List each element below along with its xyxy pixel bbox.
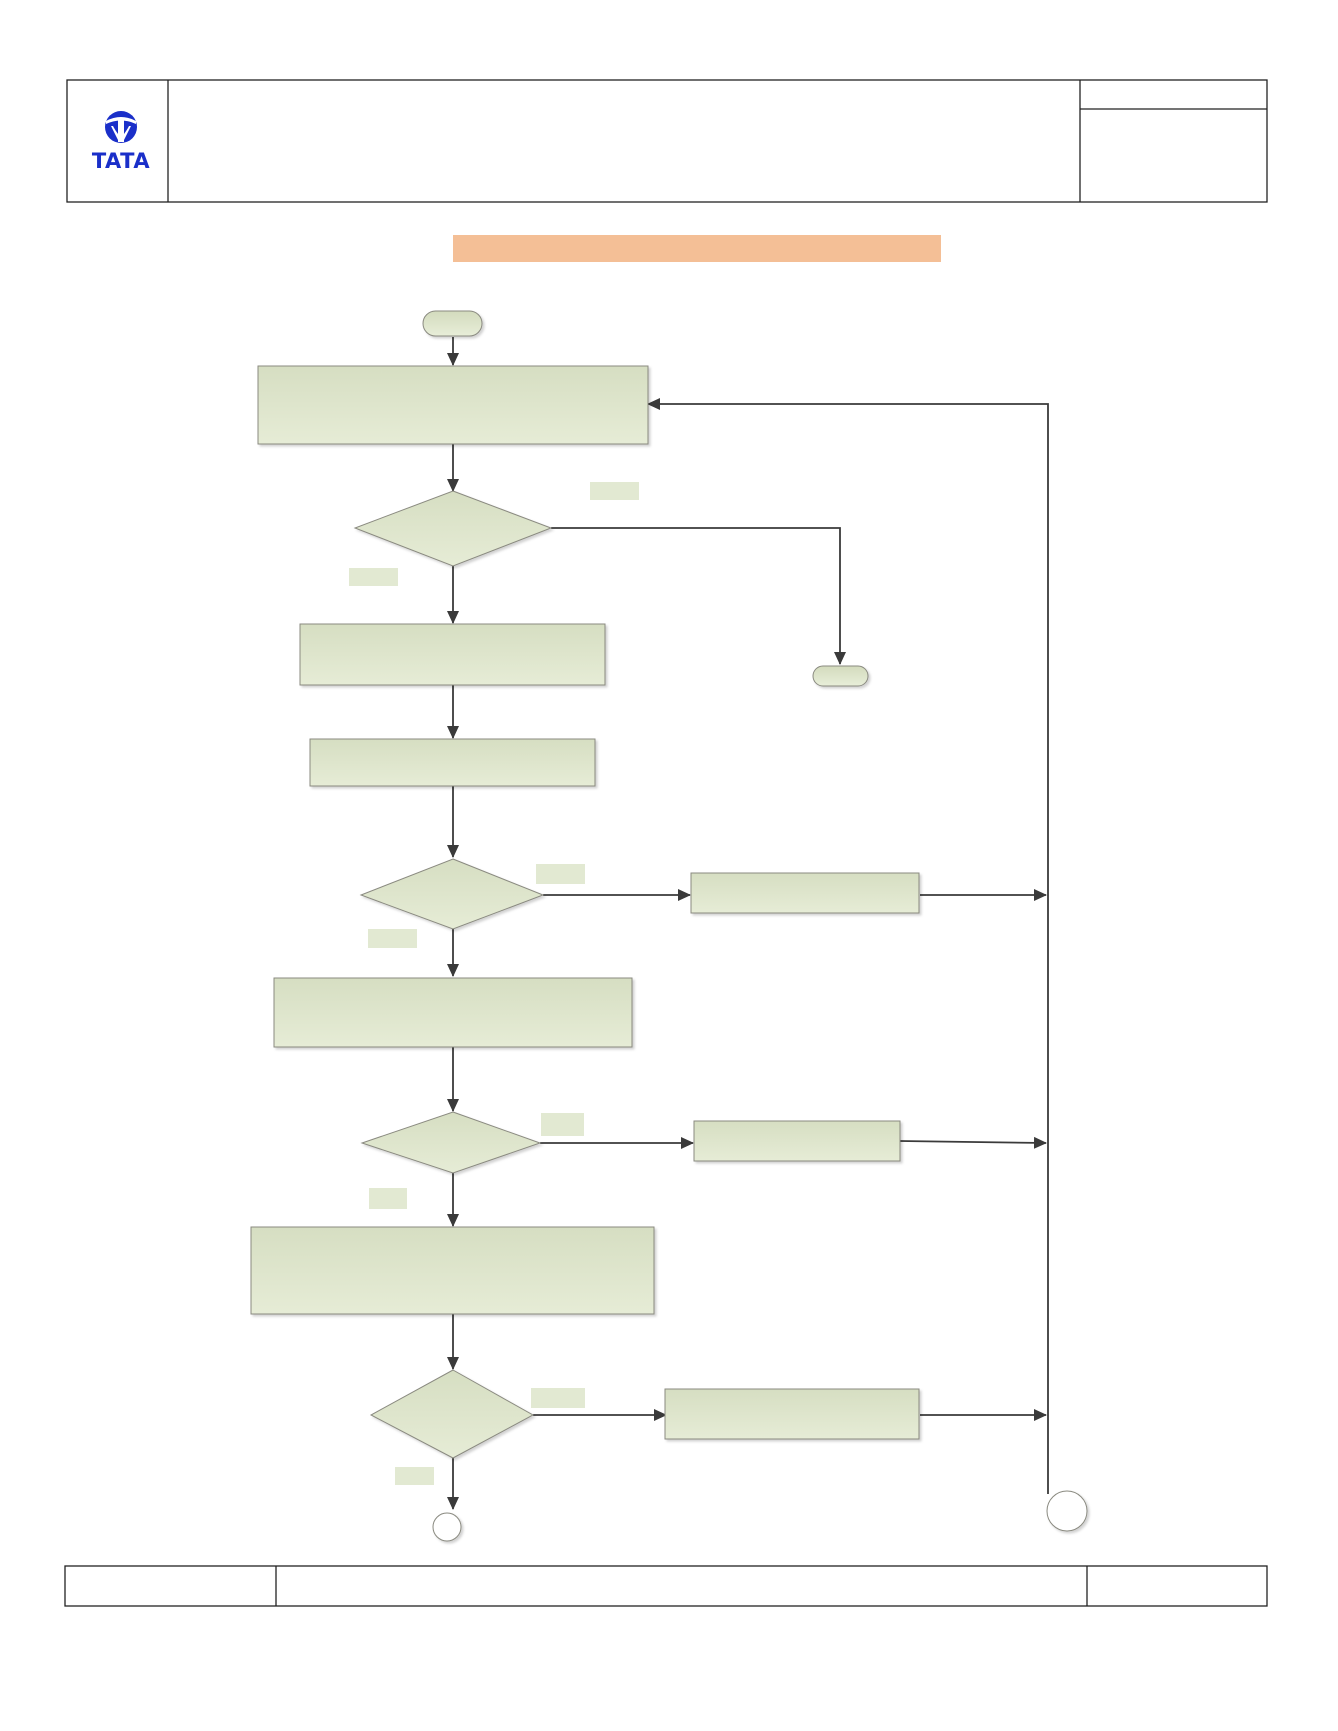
end-terminator [812,665,869,687]
decision-1 [353,490,553,567]
process-step-3 [309,738,596,787]
decision-4 [369,1369,535,1459]
branch-label-decision1-down [349,568,398,586]
side-process-1 [690,872,920,914]
process-step-1 [257,365,649,445]
process-step-2 [299,623,606,686]
offpage-connector-bottom [432,1512,462,1542]
connector-side2-to-return [899,1136,1047,1149]
decision-3 [360,1111,542,1174]
branch-label-decision4-down [395,1467,434,1485]
branch-label-decision4-right [531,1388,585,1408]
side-process-3 [664,1388,920,1440]
tata-logo-wordmark: TATA [92,149,151,173]
offpage-connector-return [1046,1490,1088,1532]
start-terminator [422,310,483,337]
nodes [250,310,1088,1542]
connector-decision1-to-end [551,527,846,665]
branch-label-decision2-down [368,929,417,948]
title-banner [453,235,941,262]
branch-label-decision3-right [541,1113,584,1136]
connector-return-loop [647,398,1049,1494]
header-frame [66,79,1268,203]
branch-label-decision3-down [369,1188,407,1209]
process-step-5 [250,1226,655,1315]
footer-block [64,1565,1268,1607]
branch-labels [349,482,639,1485]
side-process-2 [693,1120,901,1162]
connectors [447,337,1049,1510]
process-step-4 [273,977,633,1048]
header-block [66,79,1268,203]
branch-label-decision1-right [590,482,639,500]
footer-frame [64,1565,1268,1607]
decision-2 [359,858,545,930]
tata-logo: TATA [92,111,151,173]
branch-label-decision2-right [536,864,585,884]
